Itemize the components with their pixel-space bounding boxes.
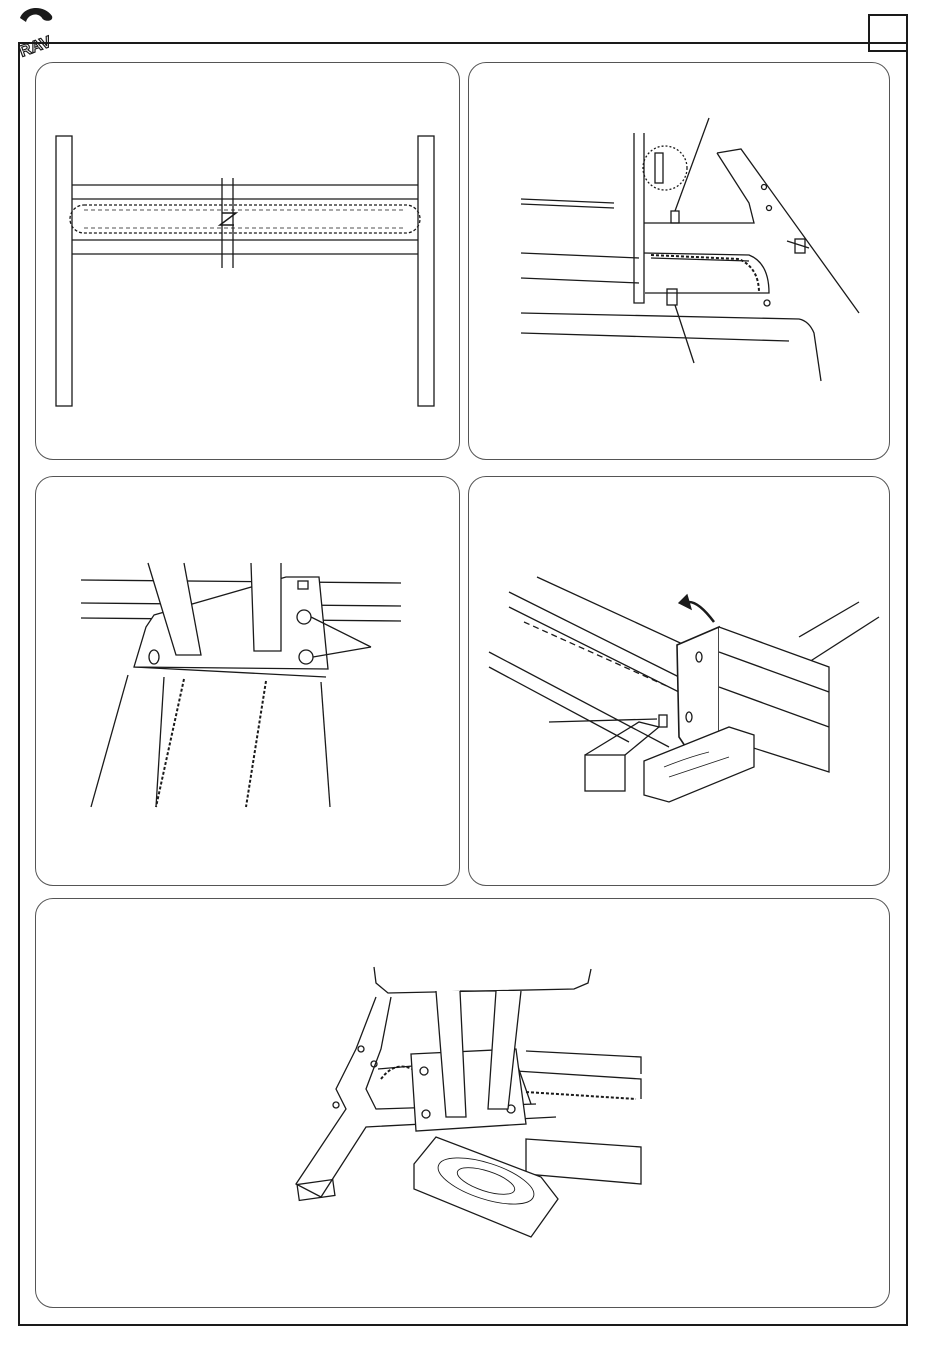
figure-panel-2 (468, 62, 890, 460)
figure-4-drawing (469, 477, 890, 886)
figure-3-drawing (36, 477, 460, 886)
figure-5-drawing (36, 899, 890, 1308)
figure-2-drawing (469, 63, 890, 460)
figure-panel-4 (468, 476, 890, 886)
figure-1-drawing (36, 63, 460, 460)
figure-panel-5 (35, 898, 890, 1308)
figure-panel-3 (35, 476, 460, 886)
figure-panel-1 (35, 62, 460, 460)
